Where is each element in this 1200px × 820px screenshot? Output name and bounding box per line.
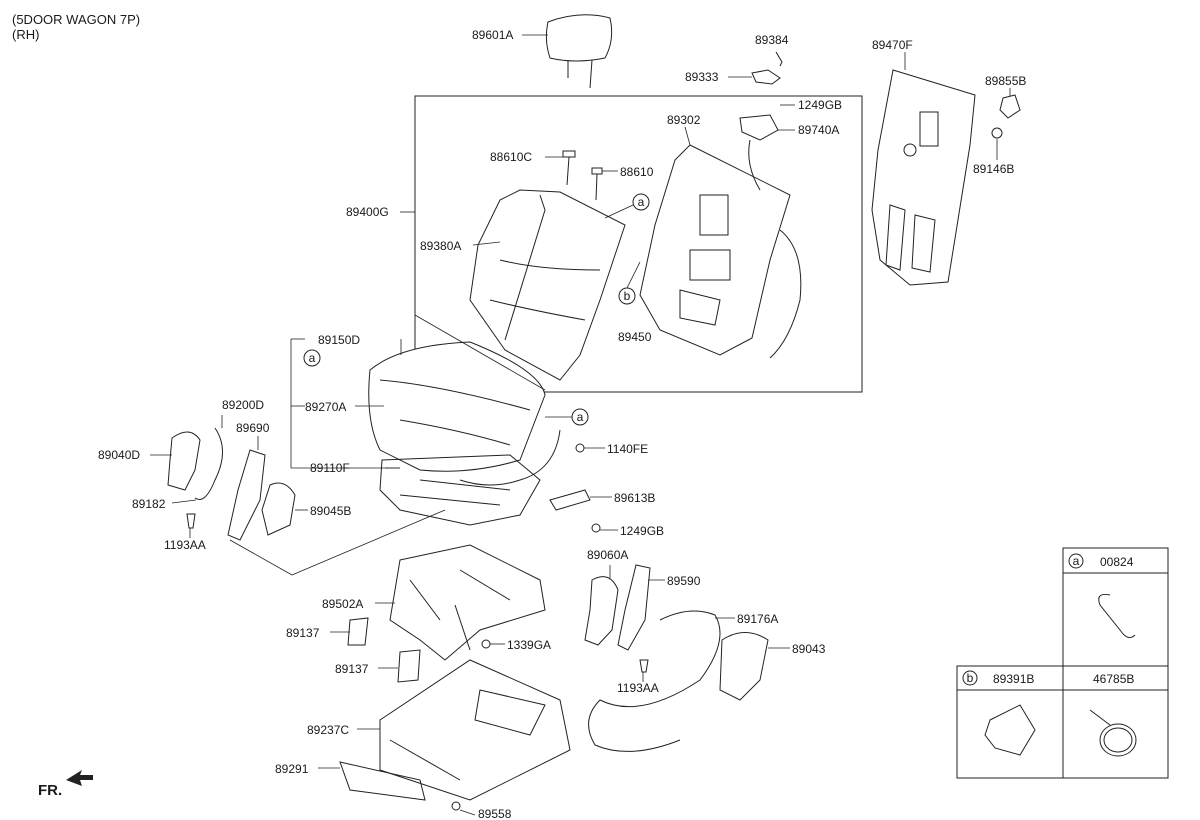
label-1249GB-a: 1249GB <box>798 98 842 112</box>
label-89146B: 89146B <box>973 162 1014 176</box>
label-89384: 89384 <box>755 33 789 47</box>
legend-b-clip-icon <box>984 704 1036 756</box>
legend-a-letter: a <box>1073 554 1080 568</box>
label-89060A: 89060A <box>587 548 628 562</box>
legend-a-clip-icon <box>1098 594 1136 639</box>
label-89502A: 89502A <box>322 597 363 611</box>
recliner-89690 <box>227 449 266 541</box>
label-89690: 89690 <box>236 421 270 435</box>
label-89855B: 89855B <box>985 74 1026 88</box>
label-1249GB-b: 1249GB <box>620 524 664 538</box>
bolt-1193AA-right <box>639 659 649 673</box>
seat-riser <box>389 544 546 661</box>
cable-89182 <box>194 427 223 500</box>
label-88610C: 88610C <box>490 150 532 164</box>
label-89040D: 89040D <box>98 448 140 462</box>
svg-text:a: a <box>309 351 316 365</box>
wire-harness <box>459 429 561 486</box>
label-89613B: 89613B <box>614 491 655 505</box>
back-panel <box>871 69 976 286</box>
label-89601A: 89601A <box>472 28 513 42</box>
diagram-header: (5DOOR WAGON 7P) (RH) <box>12 12 140 42</box>
label-89400G: 89400G <box>346 205 389 219</box>
label-89590: 89590 <box>667 574 701 588</box>
recliner-89590 <box>617 564 651 651</box>
callout-a-2: a <box>303 349 321 367</box>
label-89558: 89558 <box>478 807 512 820</box>
label-89470F: 89470F <box>872 38 913 52</box>
legend-b-letter: b <box>967 671 974 685</box>
cover-89060A <box>584 576 619 646</box>
clip-89855B <box>999 94 1021 119</box>
label-1339GA: 1339GA <box>507 638 551 652</box>
label-1193AA-a: 1193AA <box>164 538 206 552</box>
cover-89040D <box>167 431 201 491</box>
latch-89740A <box>739 114 779 141</box>
seat-track-base <box>379 659 571 801</box>
seatback-frame <box>639 144 802 359</box>
label-89291: 89291 <box>275 762 309 776</box>
legend-table: a 00824 b 89391B 46785B <box>956 547 1169 779</box>
bolt-88610C <box>562 150 576 186</box>
callout-a-3: a <box>571 408 589 426</box>
svg-text:a: a <box>577 410 584 424</box>
header-line-1: (5DOOR WAGON 7P) <box>12 12 141 27</box>
cover-89045B <box>261 482 296 536</box>
label-89450: 89450 <box>618 330 652 344</box>
front-direction-label: FR. <box>38 782 63 799</box>
cable-89176A <box>588 610 721 752</box>
svg-text:b: b <box>624 289 631 303</box>
label-89200D: 89200D <box>222 398 264 412</box>
grommet-89146B <box>991 127 1003 139</box>
seat-cushion <box>368 341 546 472</box>
label-89740A: 89740A <box>798 123 839 137</box>
bracket-89291 <box>339 761 426 801</box>
legend-b-tie-icon <box>1089 709 1111 726</box>
seat-frame <box>379 454 541 526</box>
legend-b-part1: 89391B <box>993 672 1034 686</box>
label-89043: 89043 <box>792 642 826 656</box>
label-89270A: 89270A <box>305 400 346 414</box>
cover-89043 <box>719 632 769 701</box>
seatback-cushion <box>469 189 626 381</box>
fr-arrow-icon <box>66 770 93 786</box>
label-89333: 89333 <box>685 70 719 84</box>
label-89182: 89182 <box>132 497 166 511</box>
label-1140FE: 1140FE <box>607 442 648 456</box>
label-89176A: 89176A <box>737 612 778 626</box>
nut-1339GA <box>481 639 491 649</box>
clip-89333 <box>751 69 781 85</box>
label-89150D: 89150D <box>318 333 360 347</box>
header-line-2: (RH) <box>12 27 40 42</box>
bracket-89137-b <box>397 649 421 683</box>
label-88610: 88610 <box>620 165 654 179</box>
legend-a-part: 00824 <box>1100 555 1134 569</box>
label-1193AA-b: 1193AA <box>617 681 659 695</box>
seatback-group-box <box>414 95 863 393</box>
label-89237C: 89237C <box>307 723 349 737</box>
label-89302: 89302 <box>667 113 701 127</box>
headrest <box>545 14 613 89</box>
legend-b-part2: 46785B <box>1093 672 1134 686</box>
callout-b-1: b <box>618 287 636 305</box>
label-89380A: 89380A <box>420 239 461 253</box>
label-89045B: 89045B <box>310 504 351 518</box>
label-89137-a: 89137 <box>286 626 320 640</box>
bolt-88610 <box>591 167 603 201</box>
label-89137-b: 89137 <box>335 662 369 676</box>
clip-89613B <box>549 489 591 511</box>
bracket-89137-a <box>347 617 369 646</box>
callout-a-1: a <box>632 193 650 211</box>
nut-89558 <box>451 801 461 811</box>
svg-text:a: a <box>638 195 645 209</box>
bolt-1193AA-left <box>186 513 196 529</box>
label-89110F: 89110F <box>310 461 350 475</box>
